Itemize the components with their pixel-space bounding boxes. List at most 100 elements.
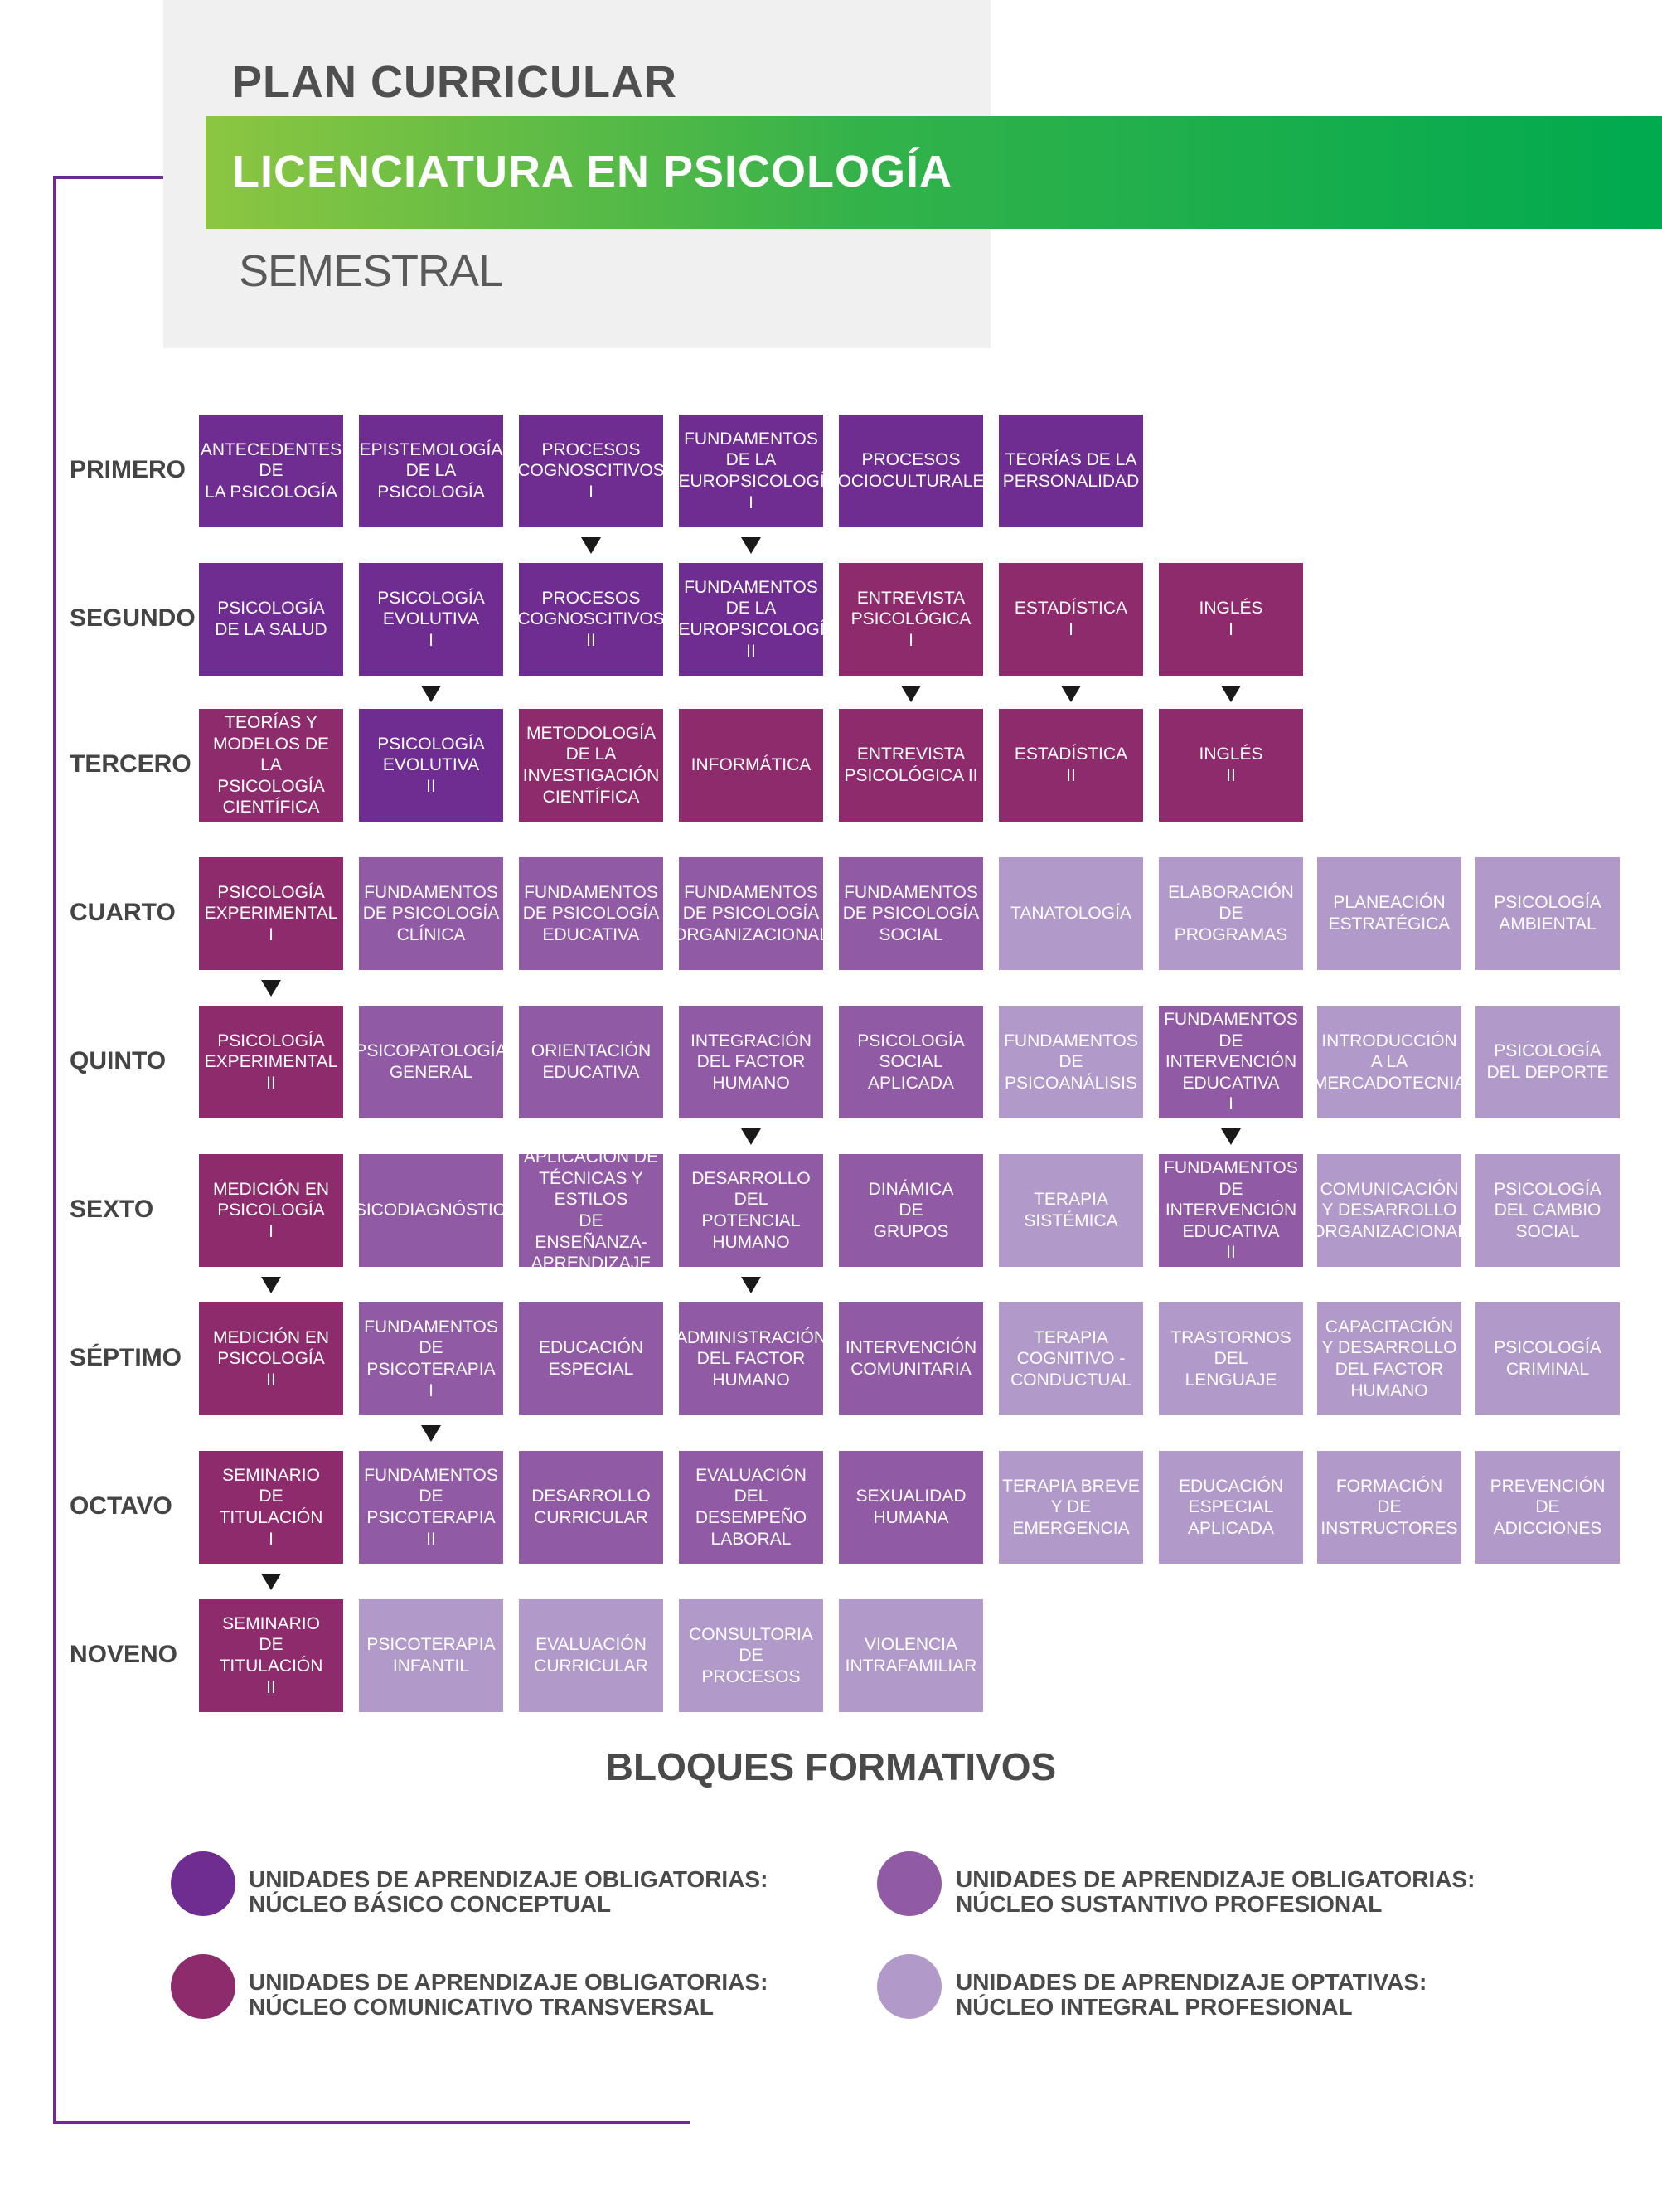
semester-label: SEXTO xyxy=(70,1196,154,1223)
legend-label-line2: NÚCLEO COMUNICATIVO TRANSVERSAL xyxy=(249,1993,715,2020)
frame-top-line xyxy=(53,176,164,179)
semester-label: NOVENO xyxy=(70,1641,178,1668)
legend-title: BLOQUES FORMATIVOS xyxy=(605,1745,1057,1788)
semester-label: PRIMERO xyxy=(70,456,187,483)
prerequisite-arrow-icon xyxy=(261,1277,281,1293)
legend-label: UNIDADES DE APRENDIZAJE OBLIGATORIAS:NÚC… xyxy=(249,1970,768,2019)
prerequisite-arrow-icon xyxy=(1221,686,1241,702)
legend-swatch xyxy=(171,1954,235,2019)
prerequisite-arrow-icon xyxy=(741,1128,761,1145)
prerequisite-arrow-icon xyxy=(421,1425,441,1442)
course-cell: INFORMÁTICA xyxy=(679,709,823,822)
legend-label-line2: NÚCLEO BÁSICO CONCEPTUAL xyxy=(249,1890,612,1917)
semester-label: OCTAVO xyxy=(70,1492,172,1520)
prerequisite-arrow-icon xyxy=(741,537,761,554)
frame-bottom-line xyxy=(53,2121,690,2124)
course-name: TANATOLOGÍA xyxy=(1010,904,1131,924)
legend-label: UNIDADES DE APRENDIZAJE OBLIGATORIAS:NÚC… xyxy=(956,1867,1475,1916)
legend-swatch xyxy=(171,1851,235,1916)
legend-label-line1: UNIDADES DE APRENDIZAJE OPTATIVAS: xyxy=(956,1969,1427,1995)
course-name: PSICODIAGNÓSTICO xyxy=(342,1201,520,1220)
prerequisite-arrow-icon xyxy=(1061,686,1081,702)
legend-label-line1: UNIDADES DE APRENDIZAJE OBLIGATORIAS: xyxy=(249,1969,768,1995)
course-cell: PSICODIAGNÓSTICO xyxy=(343,1154,519,1267)
course-cell: TANATOLOGÍA xyxy=(999,857,1143,970)
prerequisite-arrow-icon xyxy=(421,686,441,702)
course-name: INFORMÁTICA xyxy=(690,755,812,775)
prerequisite-arrow-icon xyxy=(581,537,601,554)
